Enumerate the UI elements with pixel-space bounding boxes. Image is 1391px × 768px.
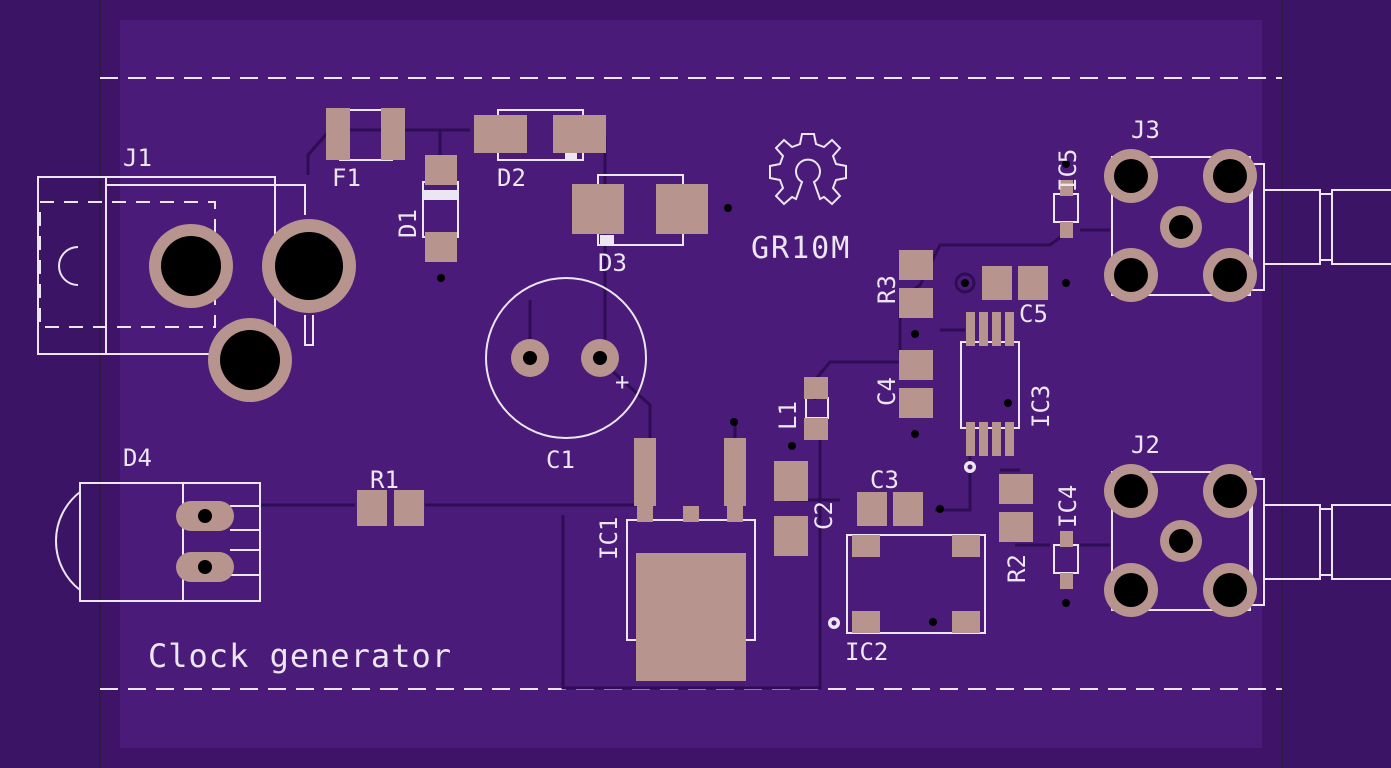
label-r3: R3	[873, 275, 901, 304]
led-d4: D4	[54, 444, 261, 602]
regulator-ic1: IC1	[595, 418, 756, 681]
board-title: Clock generator	[148, 637, 452, 675]
sma-connector-j2: J2	[1104, 431, 1391, 617]
gate-ic5: IC5	[1053, 149, 1082, 238]
gate-ic4: IC4	[1053, 485, 1082, 607]
capacitor-c3: C3	[857, 466, 944, 526]
label-ic5: IC5	[1054, 149, 1082, 192]
label-d1: D1	[394, 209, 422, 238]
label-d3: D3	[598, 249, 627, 277]
label-j3: J3	[1131, 116, 1160, 144]
label-c5: C5	[1019, 300, 1048, 328]
label-f1: F1	[332, 164, 361, 192]
sma-connector-j3: J3	[1104, 116, 1391, 302]
resistor-r3: R3	[873, 250, 933, 338]
label-r2: R2	[1003, 554, 1031, 583]
capacitor-c5: C5	[954, 266, 1070, 328]
label-ic1: IC1	[595, 517, 623, 560]
open-hardware-gear-icon	[769, 133, 847, 206]
label-j2: J2	[1131, 431, 1160, 459]
oscillator-ic2: IC2	[828, 534, 986, 666]
diode-d2: D2	[474, 109, 606, 192]
label-ic4: IC4	[1054, 485, 1082, 528]
label-ic3: IC3	[1027, 385, 1055, 428]
buffer-ic3: IC3	[960, 312, 1055, 473]
diode-d3: D3	[572, 174, 732, 277]
capacitor-c1: + C1	[485, 277, 647, 474]
label-d4: D4	[123, 444, 152, 472]
label-c3: C3	[870, 466, 899, 494]
connector-j1: J1	[37, 144, 356, 402]
label-c2: C2	[810, 501, 838, 530]
inductor-l1: L1	[774, 377, 829, 450]
label-r1: R1	[370, 466, 399, 494]
label-c1: C1	[546, 446, 575, 474]
fuse-f1: F1	[326, 108, 405, 192]
label-ic2: IC2	[845, 638, 888, 666]
capacitor-c4: C4	[873, 350, 933, 438]
capacitor-c2: C2	[774, 461, 838, 556]
label-d2: D2	[497, 164, 526, 192]
label-c4: C4	[873, 377, 901, 406]
label-l1: L1	[774, 401, 802, 430]
label-c1-plus: +	[615, 368, 629, 396]
resistor-r1: R1	[357, 466, 424, 526]
logo-text: GR10M	[751, 231, 851, 266]
label-j1: J1	[123, 144, 152, 172]
diode-d1: D1	[394, 155, 459, 282]
resistor-r2: R2	[999, 474, 1033, 583]
